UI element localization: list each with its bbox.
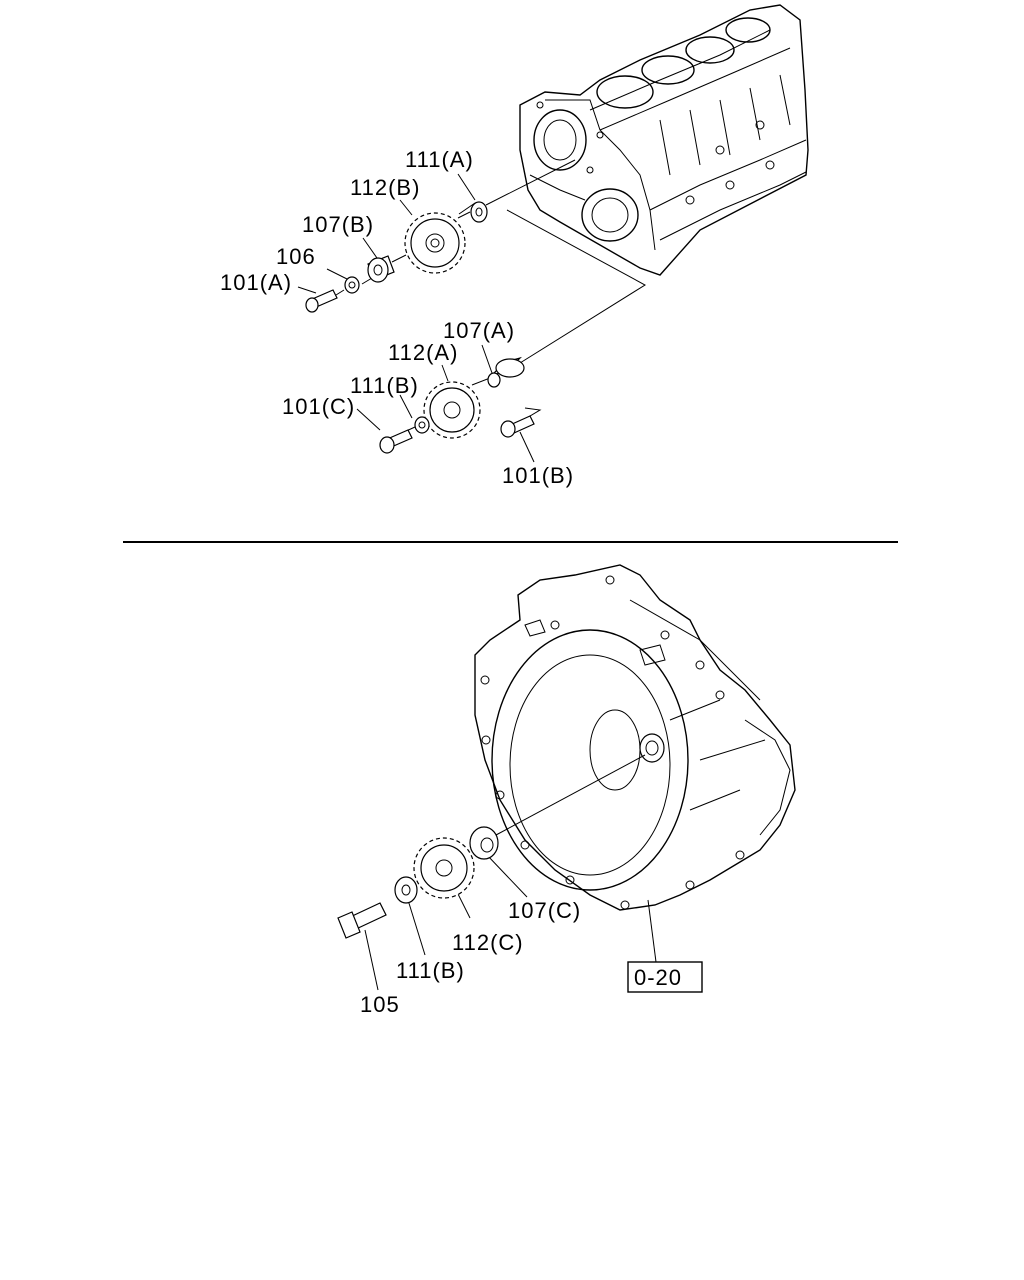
- washer-111a: [470, 201, 488, 223]
- label-107b: 107(B): [302, 212, 374, 237]
- label-112a: 112(A): [388, 340, 458, 365]
- flywheel-housing-drawing: [474, 564, 796, 911]
- label-107c: 107(C): [508, 898, 581, 923]
- washer-111b-lower: [394, 876, 418, 904]
- gear-112c: [413, 837, 475, 899]
- bolt-105: [337, 902, 387, 939]
- shaft-107a: [487, 356, 525, 388]
- gear-112b: [404, 212, 466, 274]
- washer-111b-upper: [414, 416, 430, 434]
- label-101b: 101(B): [502, 463, 574, 488]
- label-111a: 111(A): [405, 147, 474, 172]
- label-107a: 107(A): [443, 318, 515, 343]
- label-112b: 112(B): [350, 175, 420, 200]
- label-106: 106: [276, 244, 316, 269]
- washer-106: [344, 276, 360, 294]
- label-101a: 101(A): [220, 270, 292, 295]
- label-101c: 101(C): [282, 394, 355, 419]
- label-111b-upper: 111(B): [350, 373, 419, 398]
- bolt-101a: [305, 289, 338, 313]
- reference-label: 0-20: [634, 965, 682, 990]
- shaft-107b: [367, 255, 395, 283]
- gear-112a: [423, 381, 481, 439]
- bolt-101b: [500, 415, 535, 438]
- label-105: 105: [360, 992, 400, 1017]
- bolt-101c: [379, 429, 413, 454]
- lower-labels: 107(C) 112(C) 111(B) 105: [360, 898, 581, 1017]
- label-111b-lower: 111(B): [396, 958, 465, 983]
- engine-block-drawing: [519, 4, 809, 276]
- reference-box: 0-20: [627, 961, 703, 993]
- shaft-107c: [469, 826, 499, 860]
- label-112c: 112(C): [452, 930, 524, 955]
- upper-labels: 111(A) 112(B) 107(B) 106 101(A) 107(A) 1…: [220, 147, 574, 488]
